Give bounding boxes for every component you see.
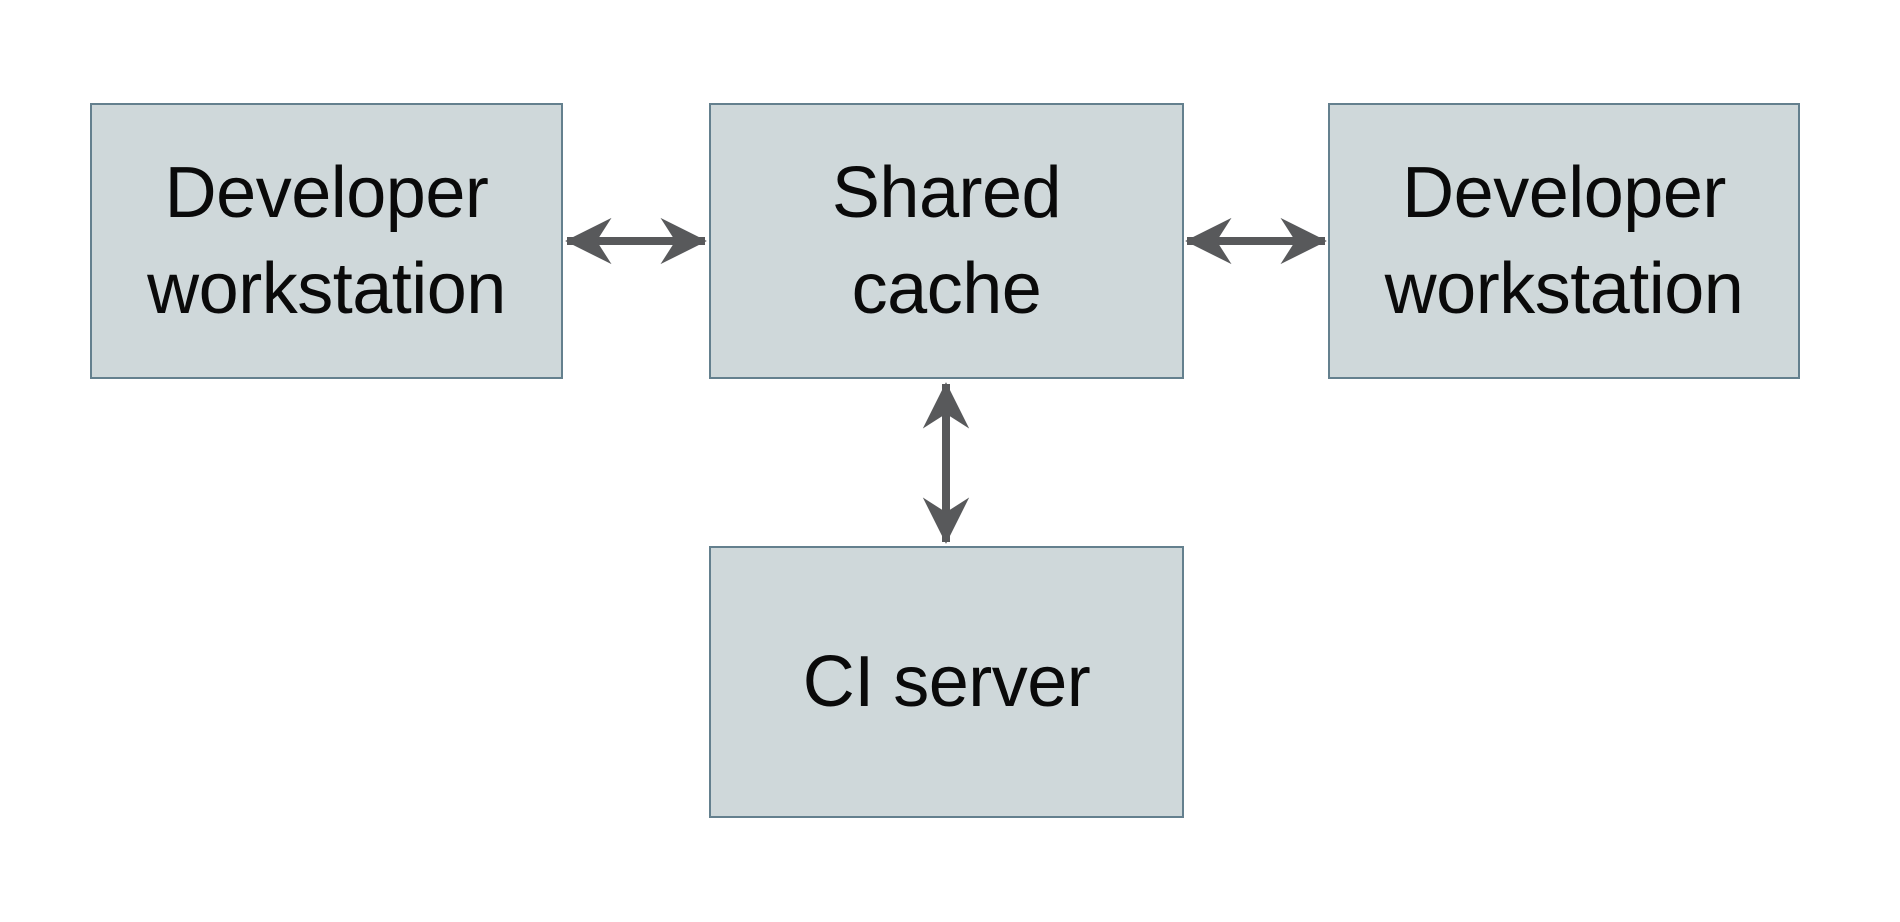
label-line: Developer (164, 152, 489, 233)
node-developer-workstation-left: Developer workstation (90, 103, 563, 379)
node-label: Developer workstation (1385, 145, 1744, 338)
label-line: workstation (147, 249, 506, 329)
label-line: CI server (802, 641, 1091, 722)
node-label: Developer workstation (147, 145, 506, 338)
node-developer-workstation-right: Developer workstation (1328, 103, 1800, 379)
label-line: workstation (1384, 249, 1744, 329)
node-shared-cache: Shared cache (709, 103, 1184, 379)
node-label: Shared cache (831, 145, 1062, 338)
label-line: Developer (1402, 152, 1726, 233)
node-ci-server: CI server (709, 546, 1184, 818)
label-line: Shared (831, 152, 1062, 233)
label-line: cache (851, 249, 1042, 329)
node-label: CI server (803, 634, 1091, 730)
